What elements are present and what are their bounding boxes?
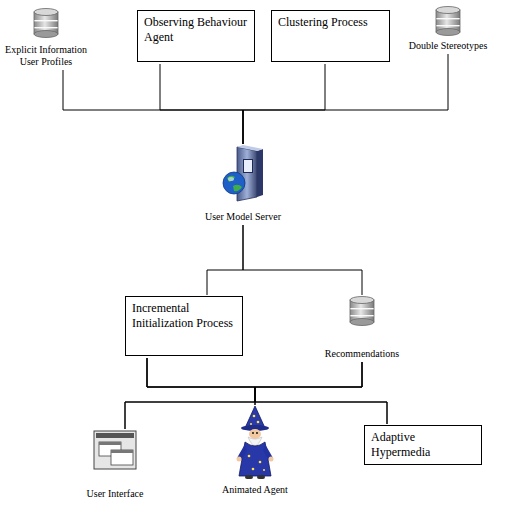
icon-label: Recommendations bbox=[312, 348, 412, 360]
server-icon bbox=[221, 145, 265, 203]
connector bbox=[160, 64, 243, 144]
connector bbox=[243, 54, 448, 144]
icon-node: Explicit Information User Profiles bbox=[0, 8, 92, 68]
database-icon bbox=[33, 8, 59, 38]
icon-node: User Model Server bbox=[198, 145, 288, 223]
process-box: Adaptive Hypermedia bbox=[364, 425, 482, 465]
icon-label: User Model Server bbox=[198, 211, 288, 223]
icon-label: User Interface bbox=[70, 488, 160, 500]
connector bbox=[147, 358, 255, 405]
window-icon bbox=[93, 430, 137, 470]
connector bbox=[63, 70, 243, 144]
icon-label: Explicit Information User Profiles bbox=[0, 44, 92, 68]
connector bbox=[255, 362, 362, 405]
wizard-figure bbox=[233, 406, 277, 480]
box-label: Incremental Initialization Process bbox=[132, 301, 236, 331]
process-box: Incremental Initialization Process bbox=[125, 296, 243, 356]
database-icon bbox=[349, 296, 375, 326]
process-box: Clustering Process bbox=[271, 10, 390, 62]
icon-node: Recommendations bbox=[312, 296, 412, 360]
icon-node: User Interface bbox=[70, 430, 160, 500]
connector bbox=[243, 64, 325, 144]
box-label: Clustering Process bbox=[278, 15, 383, 30]
connector bbox=[243, 225, 362, 295]
connector bbox=[255, 362, 387, 424]
icon-node: Animated Agent bbox=[205, 406, 305, 496]
icon-node: Double Stereotypes bbox=[400, 6, 496, 52]
connector bbox=[125, 358, 255, 429]
connector bbox=[207, 225, 243, 295]
connector bbox=[147, 358, 387, 424]
database-icon bbox=[435, 6, 461, 36]
connector bbox=[125, 362, 362, 429]
icon-label: Double Stereotypes bbox=[400, 40, 496, 52]
box-label: Adaptive Hypermedia bbox=[371, 430, 475, 460]
box-label: Observing Behaviour Agent bbox=[144, 15, 248, 45]
process-box: Observing Behaviour Agent bbox=[137, 10, 255, 62]
icon-label: Animated Agent bbox=[205, 484, 305, 496]
